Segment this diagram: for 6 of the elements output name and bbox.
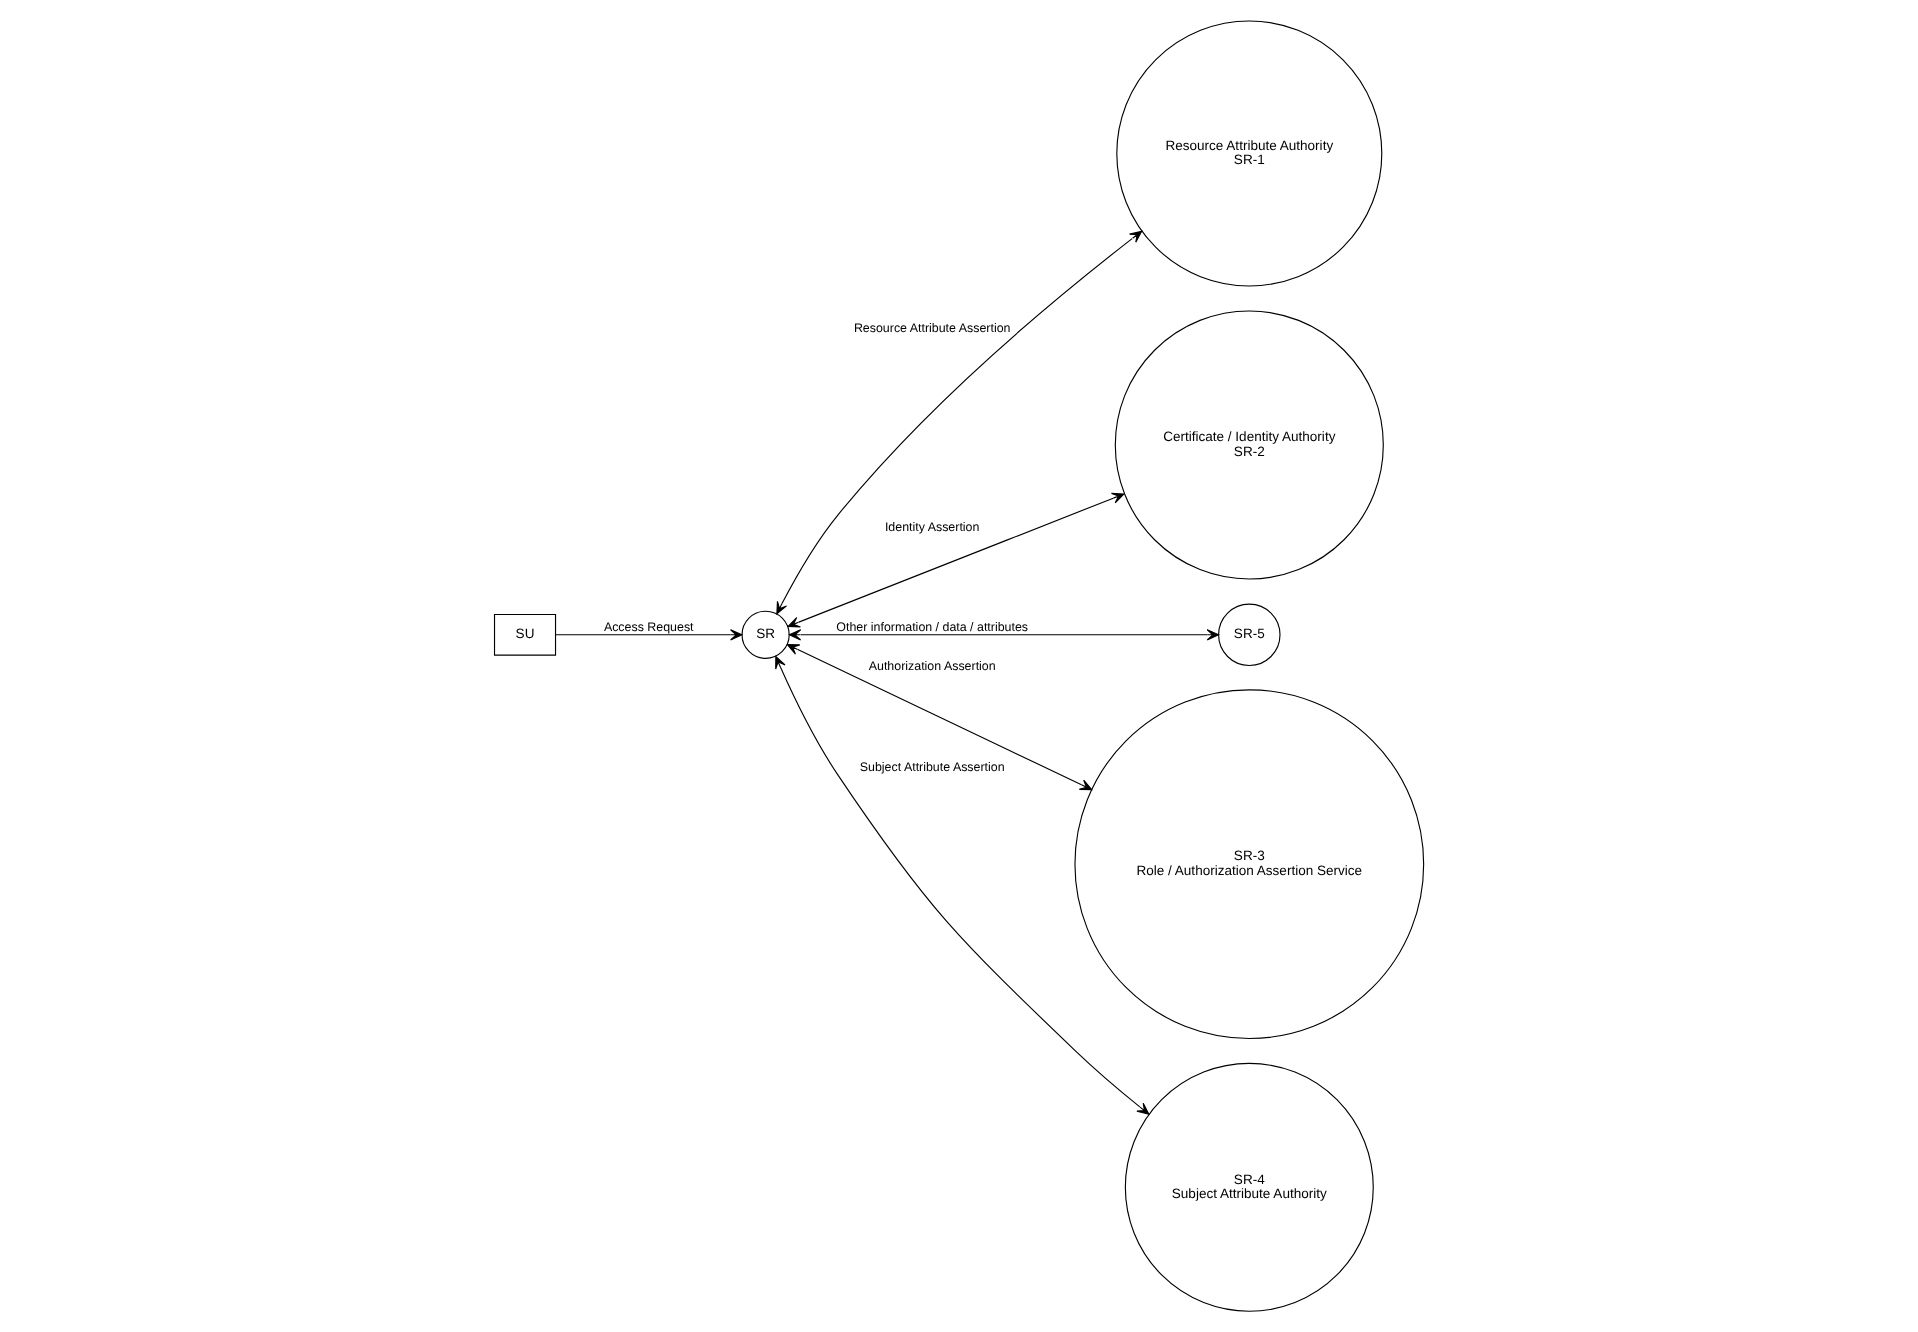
- arrow: [776, 230, 1143, 615]
- arrow: [788, 629, 1220, 641]
- arrow: [786, 644, 1093, 791]
- arrow: [555, 629, 743, 641]
- arrow: [775, 656, 1150, 1115]
- arrow: [787, 492, 1125, 628]
